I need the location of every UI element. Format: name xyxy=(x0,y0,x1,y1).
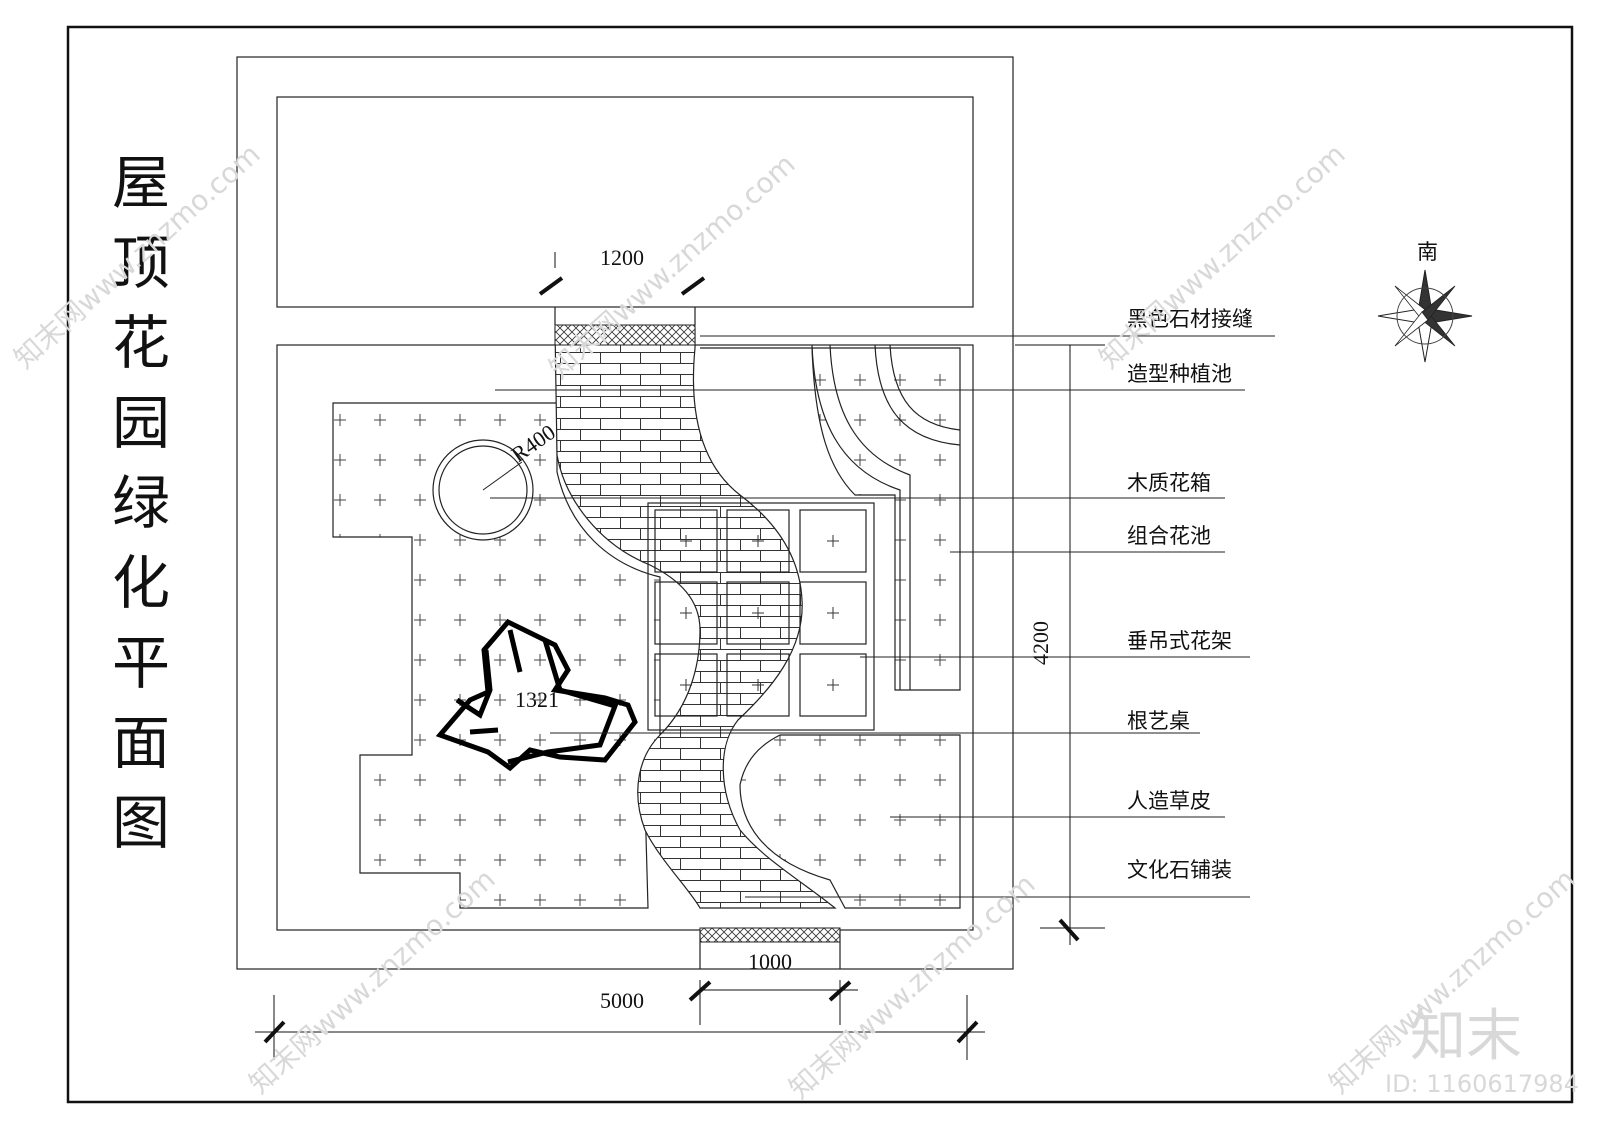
title-char-5: 绿 xyxy=(112,469,170,537)
title-char-2: 顶 xyxy=(112,229,170,297)
title-char-8: 面 xyxy=(112,709,170,777)
compass-icon xyxy=(1377,269,1473,363)
overall-width-dimension xyxy=(255,995,985,1060)
watermark-brand: 知末 xyxy=(1410,1004,1522,1069)
flower-box-crosses xyxy=(680,535,839,691)
top-opening-dimension xyxy=(538,252,706,296)
wooden-flower-boxes xyxy=(647,502,875,731)
bottom-opening-dimension-label: 1000 xyxy=(748,949,792,974)
bottom-opening-dimension xyxy=(688,980,858,1025)
watermark-id: ID: 1160617984 xyxy=(1385,1070,1579,1098)
top-opening-dimension-label: 1200 xyxy=(600,245,644,270)
watermark-text-4: 知末网www.znzmo.com xyxy=(243,862,502,1100)
overall-height-dimension-label: 4200 xyxy=(1028,621,1053,665)
title-char-1: 屋 xyxy=(112,149,170,217)
callout-combined-flower-bed: 组合花池 xyxy=(1127,524,1211,548)
compass-label: 南 xyxy=(1417,240,1438,264)
curved-planter-arcs xyxy=(811,344,961,690)
overall-width-dimension-label: 5000 xyxy=(600,988,644,1013)
title-char-7: 平 xyxy=(112,629,170,697)
bottom-opening-jambs xyxy=(699,930,841,969)
callout-black-stone-joint: 黑色石材接缝 xyxy=(1127,307,1253,331)
title-char-9: 图 xyxy=(112,789,170,857)
table-dimension-label: 1321 xyxy=(515,687,559,712)
round-planter xyxy=(432,439,534,541)
stone-joint-bottom xyxy=(699,927,841,943)
brick-path xyxy=(554,327,837,909)
top-room xyxy=(276,96,974,308)
drawing-title: 屋 顶 花 园 绿 化 平 面 图 xyxy=(112,149,170,857)
callout-culture-stone-paving: 文化石铺装 xyxy=(1127,858,1232,882)
stone-joint-top xyxy=(554,324,696,346)
building-outline xyxy=(236,56,1014,970)
title-char-4: 园 xyxy=(112,389,170,457)
overall-height-dimension xyxy=(1015,344,1105,945)
watermark-text-3: 知末网www.znzmo.com xyxy=(1093,137,1352,375)
callout-wooden-flower-box: 木质花箱 xyxy=(1127,471,1211,495)
sheet-frame xyxy=(66,25,1574,1104)
title-char-3: 花 xyxy=(112,309,170,377)
callout-artificial-turf: 人造草皮 xyxy=(1127,789,1211,813)
callout-shaped-planting-pool: 造型种植池 xyxy=(1127,362,1232,386)
lower-right-turf-area xyxy=(739,734,961,909)
top-opening-jambs xyxy=(554,307,696,325)
root-art-table xyxy=(435,618,638,772)
right-turf-area xyxy=(700,347,961,691)
title-char-6: 化 xyxy=(112,549,170,617)
callout-root-art-table: 根艺桌 xyxy=(1127,709,1190,733)
callout-leaders xyxy=(490,335,1275,898)
callout-hanging-flower-rack: 垂吊式花架 xyxy=(1127,629,1232,653)
